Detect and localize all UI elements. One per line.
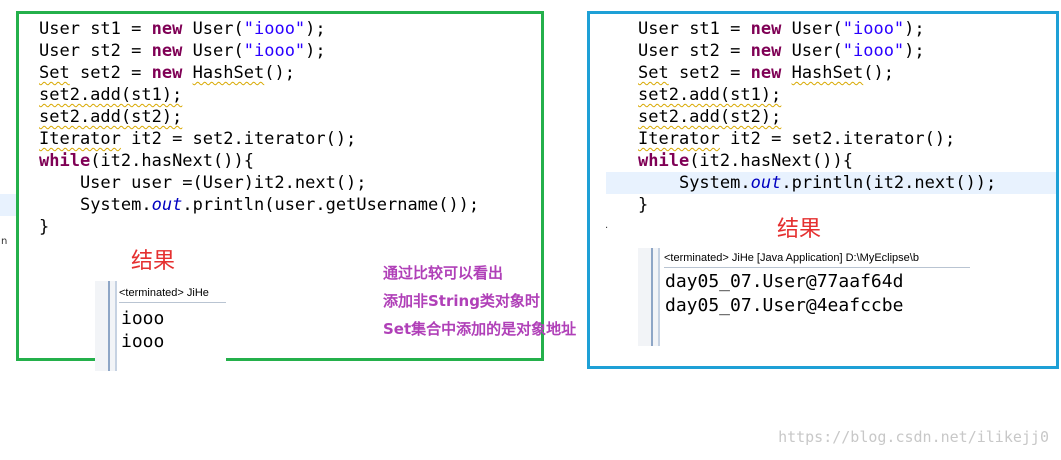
code-line-4: set2.add(st1);: [39, 85, 183, 105]
console-output-line-2: day05_07.User@4eafccbe: [665, 295, 904, 316]
console-gutter: [95, 281, 117, 371]
code-line-10: }: [39, 217, 50, 237]
code-line-8: System.out.println(it2.next());: [678, 173, 997, 193]
code-line-3: Set set2 = new HashSet();: [638, 63, 894, 83]
code-line-5: set2.add(st2);: [39, 107, 183, 127]
code-line-8: User user =(User)it2.next();: [39, 173, 367, 193]
code-line-2: User st2 = new User("iooo");: [638, 41, 925, 61]
code-line-2: User st2 = new User("iooo");: [39, 41, 326, 61]
code-line-3: Set set2 = new HashSet();: [39, 63, 295, 83]
note-line-2: 添加非String类对象时: [383, 292, 540, 310]
watermark-url: https://blog.csdn.net/ilikejj0: [778, 428, 1049, 446]
right-console-output: <terminated> JiHe [Java Application] D:\…: [638, 248, 972, 346]
note-line-1: 通过比较可以看出: [383, 264, 504, 282]
code-line-1: User st1 = new User("iooo");: [39, 19, 326, 39]
console-header: <terminated> JiHe: [119, 285, 226, 303]
code-line-4: set2.add(st1);: [638, 85, 782, 105]
current-line-highlight: [606, 172, 1056, 194]
code-line-6: Iterator it2 = set2.iterator();: [39, 129, 357, 149]
console-gutter: [638, 248, 660, 346]
right-result-label: 结果: [777, 217, 822, 242]
note-line-3: Set集合中添加的是对象地址: [383, 320, 577, 338]
code-line-7: while(it2.hasNext()){: [638, 151, 853, 171]
left-result-label: 结果: [131, 249, 176, 274]
code-line-9: }: [638, 195, 649, 215]
code-line-7: while(it2.hasNext()){: [39, 151, 254, 171]
console-header: <terminated> JiHe [Java Application] D:\…: [664, 250, 970, 268]
code-line-1: User st1 = new User("iooo");: [638, 19, 925, 39]
left-stray-mark: n: [1, 236, 8, 247]
code-line-9: System.out.println(user.getUsername());: [79, 195, 480, 215]
console-output-line-1: iooo: [121, 308, 165, 329]
left-console-output: <terminated> JiHe iooo iooo: [95, 281, 226, 371]
console-output-line-1: day05_07.User@77aaf64d: [665, 271, 904, 292]
console-output-line-2: iooo: [121, 331, 165, 352]
code-line-6: Iterator it2 = set2.iterator();: [638, 129, 956, 149]
code-line-5: set2.add(st2);: [638, 107, 782, 127]
right-stray-mark: .: [605, 220, 609, 231]
